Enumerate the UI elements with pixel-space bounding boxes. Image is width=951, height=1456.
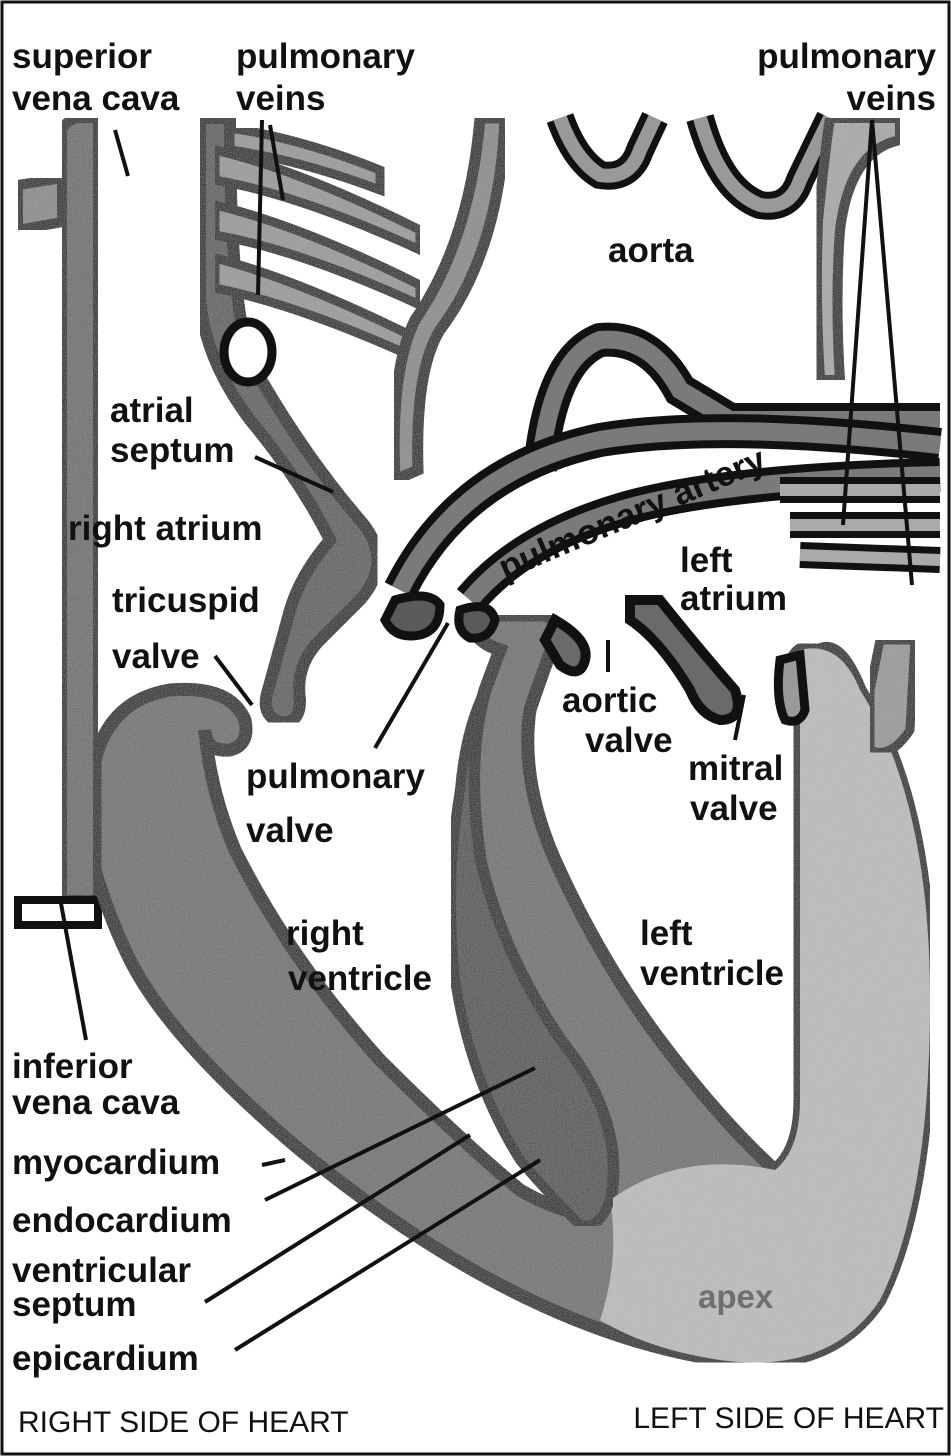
caption-right-side: RIGHT SIDE OF HEART xyxy=(18,1406,349,1439)
label-mitral-valve-2: valve xyxy=(690,789,778,828)
label-pulmonary-veins-left-1: pulmonary xyxy=(236,37,415,76)
label-pulmonary-veins-right-1: pulmonary xyxy=(757,37,936,76)
label-ventricular-septum-2: septum xyxy=(12,1285,136,1324)
caption-left-side: LEFT SIDE OF HEART xyxy=(633,1402,944,1435)
label-aortic-valve-1: aortic xyxy=(562,681,657,720)
label-tricuspid-valve-2: valve xyxy=(112,637,200,676)
pulmonary-valve-flap xyxy=(385,596,440,636)
label-aorta: aorta xyxy=(608,231,694,270)
label-inferior-vena-cava-1: inferior xyxy=(12,1047,133,1086)
label-myocardium: myocardium xyxy=(12,1143,220,1182)
label-superior-vena-cava-1: superior xyxy=(12,37,152,76)
descending-vessel xyxy=(870,640,915,753)
label-right-ventricle-1: right xyxy=(286,914,364,953)
label-epicardium: epicardium xyxy=(12,1339,199,1378)
label-right-atrium: right atrium xyxy=(68,509,262,548)
label-superior-vena-cava-2: vena cava xyxy=(12,79,180,118)
label-left-atrium-1: left xyxy=(680,541,733,580)
label-atrial-septum-1: atrial xyxy=(110,391,194,430)
mitral-valve-right-flap xyxy=(778,655,805,721)
label-aortic-valve-2: valve xyxy=(585,721,673,760)
label-left-atrium-2: atrium xyxy=(680,579,787,618)
label-mitral-valve-1: mitral xyxy=(688,749,783,788)
label-endocardium: endocardium xyxy=(12,1201,232,1240)
label-atrial-septum-2: septum xyxy=(110,431,234,470)
label-pulmonary-veins-left-2: veins xyxy=(236,79,326,118)
label-inferior-vena-cava-2: vena cava xyxy=(12,1083,180,1122)
label-left-ventricle-1: left xyxy=(640,914,693,953)
label-apex: apex xyxy=(698,1278,774,1315)
label-tricuspid-valve-1: tricuspid xyxy=(112,581,260,620)
label-pulmonary-valve-2: valve xyxy=(246,811,334,850)
label-left-ventricle-2: ventricle xyxy=(640,954,784,993)
pulmonary-valve-flap-2 xyxy=(459,607,495,639)
label-right-ventricle-2: ventricle xyxy=(288,959,432,998)
label-pulmonary-veins-right-2: veins xyxy=(847,79,937,118)
label-pulmonary-valve-1: pulmonary xyxy=(246,757,425,796)
